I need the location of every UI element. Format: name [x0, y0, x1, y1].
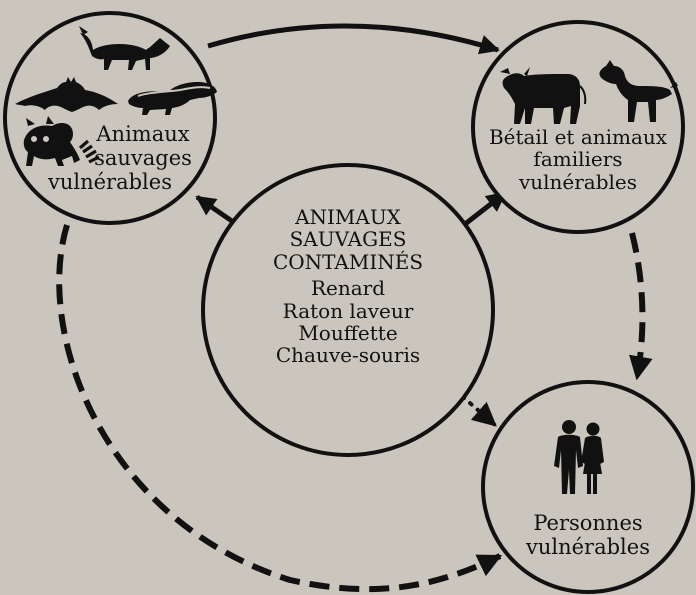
node-people-line-2: vulnérables [526, 534, 650, 559]
node-center-species-4: Chauve-souris [275, 343, 421, 368]
node-wild-line-1: Animaux [96, 122, 190, 146]
node-center-species-3: Mouffette [298, 320, 398, 345]
skunk-icon [128, 82, 217, 115]
fox-icon [79, 26, 170, 70]
node-livestock-label: Bétail et animaux familiers vulnérables [476, 125, 680, 194]
edge-center-to-livestock [458, 191, 507, 230]
node-center-species-1: Renard [310, 276, 386, 301]
node-wild-line-2: sauvages [94, 145, 192, 170]
edge-wild-to-people [56, 224, 503, 593]
edge-livestock-to-people [628, 232, 653, 381]
node-people-label: Personnes vulnérables [498, 511, 678, 559]
node-center-title-2: SAUVAGES [289, 227, 407, 252]
node-wild-label-last: vulnérables [35, 170, 185, 195]
node-wild-circle [3, 11, 217, 225]
raccoon-icon [23, 116, 100, 166]
node-center-species-2: Raton laveur [282, 298, 414, 323]
bat-icon [15, 77, 118, 112]
edge-wild-to-livestock [207, 23, 500, 55]
node-livestock-line-2: familiers [533, 147, 623, 172]
node-wild-line-3: vulnérables [48, 170, 172, 194]
cow-icon [500, 67, 587, 124]
node-livestock-line-3: vulnérables [518, 169, 638, 194]
people-icon [554, 420, 604, 494]
node-wild-label: Animaux sauvages [86, 122, 200, 170]
node-center-title-1: ANIMAUX [295, 205, 401, 229]
node-center-circle [201, 163, 495, 457]
node-center-title-3: CONTAMINÉS [272, 249, 424, 274]
node-center-label: ANIMAUX SAUVAGES CONTAMINÉS Renard Raton… [248, 206, 448, 367]
node-livestock-line-1: Bétail et animaux [488, 125, 668, 149]
dog-icon [599, 60, 678, 122]
node-people-line-1: Personnes [533, 511, 643, 535]
